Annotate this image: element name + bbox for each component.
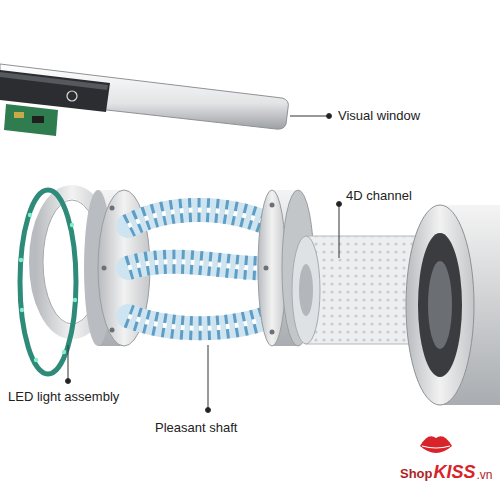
part-label: LED light assembly: [8, 389, 119, 405]
leader-lines: [66, 114, 342, 413]
part-label: Visual window: [338, 108, 420, 124]
lips-icon: [420, 436, 452, 453]
part-label: Pleasant shaft: [155, 420, 237, 436]
housing-bar: [0, 64, 288, 136]
watermark: KISS: [434, 461, 476, 483]
part-label: 4D channel: [346, 188, 412, 204]
watermark: .vn: [477, 467, 493, 483]
end-cap: [406, 205, 500, 405]
watermark: Shop: [400, 466, 433, 482]
